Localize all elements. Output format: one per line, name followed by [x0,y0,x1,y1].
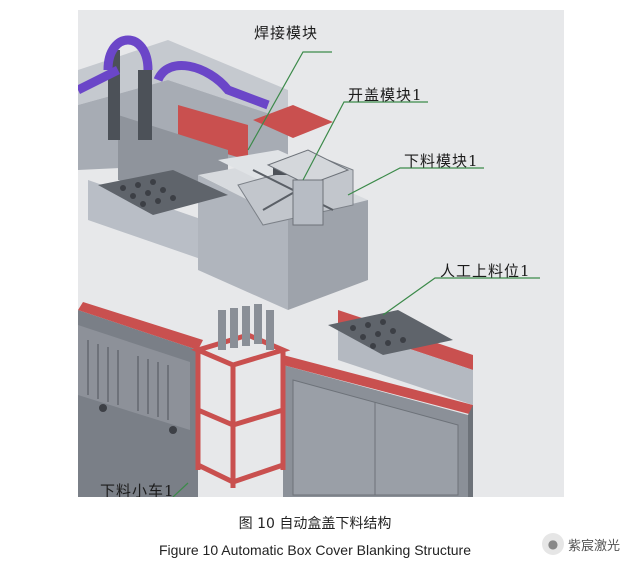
cover-opening-unit [253,105,350,226]
product-trays [98,170,453,355]
callout-manual-loading-station: 人工上料位1 [440,262,531,280]
machine-illustration: 焊接模块 开盖模块1 下料模块1 人工上料位1 下料小车1 [78,10,564,497]
leader-lines [172,51,540,497]
callout-cover-opening-module: 开盖模块1 [348,86,423,104]
callout-blanking-module: 下料模块1 [404,152,479,170]
left-cabinet [78,302,203,497]
watermark-text: 紫宸激光 [567,538,620,554]
caption-english: Figure 10 Automatic Box Cover Blanking S… [158,542,472,558]
machine-drawing [78,10,564,497]
callout-blanking-cart: 下料小车1 [100,482,175,497]
caption-chinese: 图 10 自动盒盖下料结构 [238,516,392,532]
right-cabinet [283,355,473,497]
watermark: ● 紫宸激光 [541,533,620,555]
callout-welding-module: 焊接模块 [254,24,319,42]
wechat-icon: ● [541,533,564,555]
cart-load [218,304,274,350]
